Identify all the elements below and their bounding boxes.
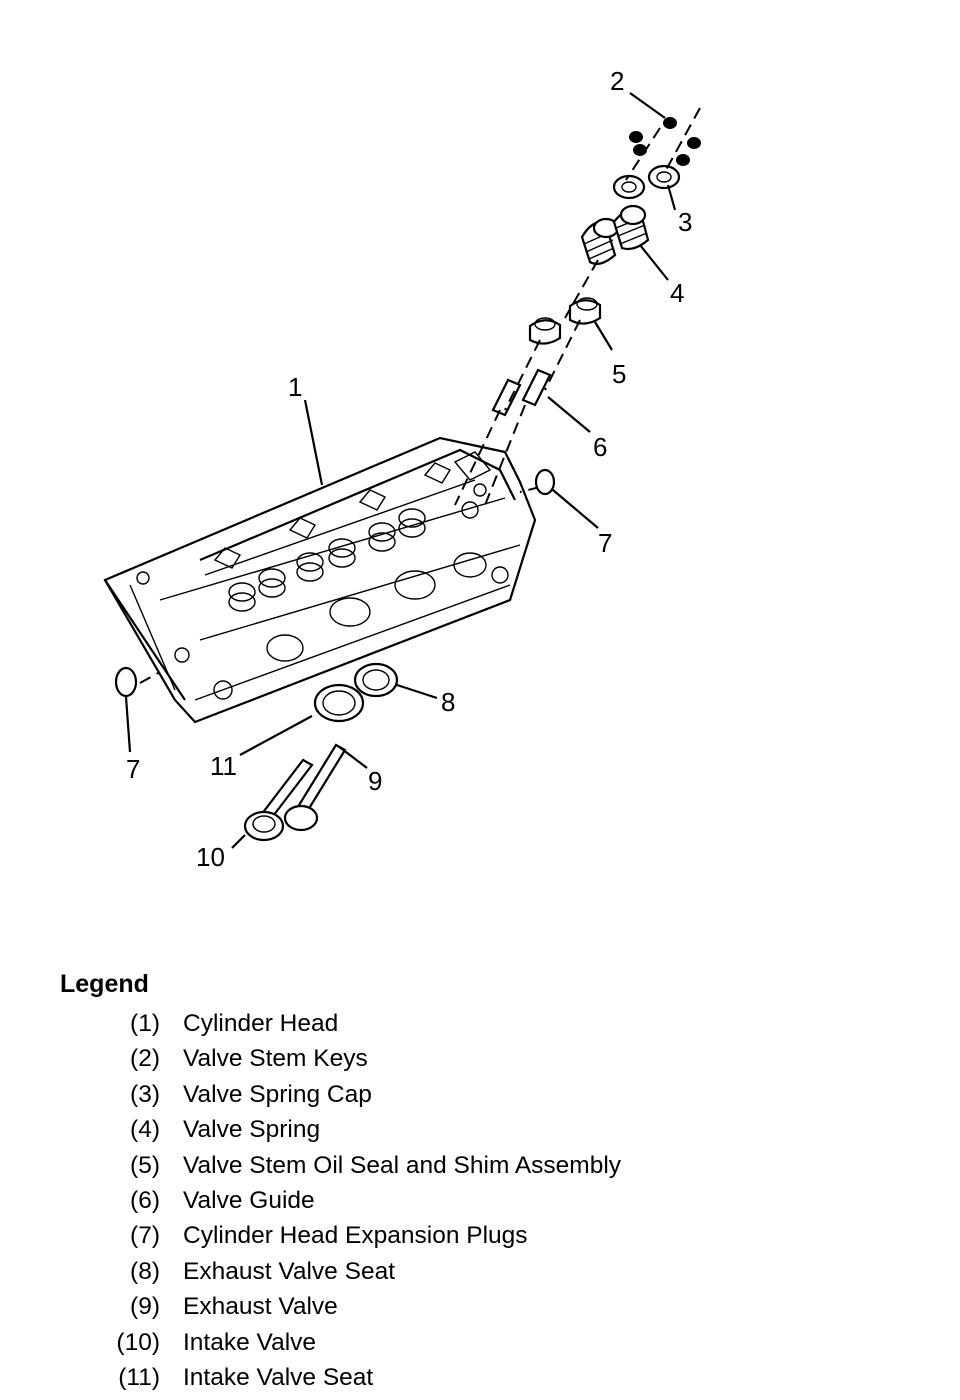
legend-item-name: Valve Stem Keys <box>183 1045 368 1073</box>
legend: Legend (1) Cylinder Head (2) Valve Stem Key… <box>60 968 940 1395</box>
legend-item: (8) Exhaust Valve Seat <box>60 1254 940 1289</box>
legend-item-name: Exhaust Valve Seat <box>183 1257 396 1285</box>
callout-5: 5 <box>612 359 626 389</box>
legend-item: (9) Exhaust Valve <box>60 1289 940 1324</box>
legend-item-number: (7) <box>130 1222 160 1250</box>
legend-item-number: (4) <box>130 1116 160 1144</box>
legend-item: (2) Valve Stem Keys <box>60 1041 940 1076</box>
callout-8: 8 <box>441 687 455 717</box>
callout-2: 2 <box>610 66 624 96</box>
legend-item: (4) Valve Spring <box>60 1112 940 1147</box>
legend-item-number: (11) <box>118 1363 160 1391</box>
legend-item: (3) Valve Spring Cap <box>60 1077 940 1112</box>
valve-stem-oil-seal-drawing <box>528 297 602 345</box>
exploded-diagram: 1 2 3 4 5 6 7 7 8 9 10 11 <box>103 66 701 872</box>
legend-item-number: (6) <box>130 1186 160 1214</box>
legend-item: (11) Intake Valve Seat <box>60 1360 940 1395</box>
valve-stem-keys-drawing <box>629 117 701 166</box>
callout-3: 3 <box>678 207 692 237</box>
callout-7-right: 7 <box>598 528 612 558</box>
cylinder-head-drawing <box>103 436 537 724</box>
leader-lines <box>124 92 677 849</box>
legend-item-name: Cylinder Head Expansion Plugs <box>183 1222 528 1250</box>
legend-item-name: Cylinder Head <box>183 1010 339 1037</box>
legend-item-number: (2) <box>130 1045 160 1073</box>
legend-title: Legend <box>60 970 149 998</box>
assembly-centerlines <box>139 107 701 684</box>
valve-seat-drawing <box>313 662 399 723</box>
callout-6: 6 <box>593 432 607 462</box>
legend-item-number: (3) <box>130 1080 160 1108</box>
legend-list: (1) Cylinder Head (2) Valve Stem Keys (3) Val… <box>60 1006 940 1395</box>
legend-item-name: Intake Valve <box>183 1328 317 1356</box>
callout-10: 10 <box>196 842 225 872</box>
legend-item-name: Intake Valve Seat <box>183 1363 374 1391</box>
legend-item-name: Valve Stem Oil Seal and Shim Assembly <box>183 1151 622 1179</box>
legend-item-name: Valve Spring <box>183 1116 321 1144</box>
valve-drawing <box>243 743 347 842</box>
legend-item-name: Valve Guide <box>183 1186 315 1214</box>
legend-item: (7) Cylinder Head Expansion Plugs <box>60 1218 940 1253</box>
valve-spring-cap-drawing <box>612 164 681 200</box>
callout-7-left: 7 <box>126 754 140 784</box>
legend-item-number: (5) <box>130 1151 160 1179</box>
valve-spring-drawing <box>580 204 650 265</box>
callout-9: 9 <box>368 766 382 796</box>
valve-guide-drawing <box>491 368 552 417</box>
legend-item: (1) Cylinder Head <box>60 1006 940 1041</box>
legend-item-number: (9) <box>130 1293 160 1321</box>
callout-11: 11 <box>210 751 237 781</box>
expansion-plug-drawing <box>114 468 556 698</box>
legend-item: (6) Valve Guide <box>60 1183 940 1218</box>
legend-item-number: (8) <box>130 1257 160 1285</box>
legend-item-name: Exhaust Valve <box>183 1293 338 1321</box>
callout-1: 1 <box>288 372 302 402</box>
legend-item: (5) Valve Stem Oil Seal and Shim Assembly <box>60 1148 940 1183</box>
legend-item-name: Valve Spring Cap <box>183 1080 372 1108</box>
legend-item-number: (1) <box>130 1010 160 1037</box>
legend-item-number: (10) <box>116 1328 160 1356</box>
callout-4: 4 <box>670 278 684 308</box>
legend-item: (10) Intake Valve <box>60 1325 940 1360</box>
